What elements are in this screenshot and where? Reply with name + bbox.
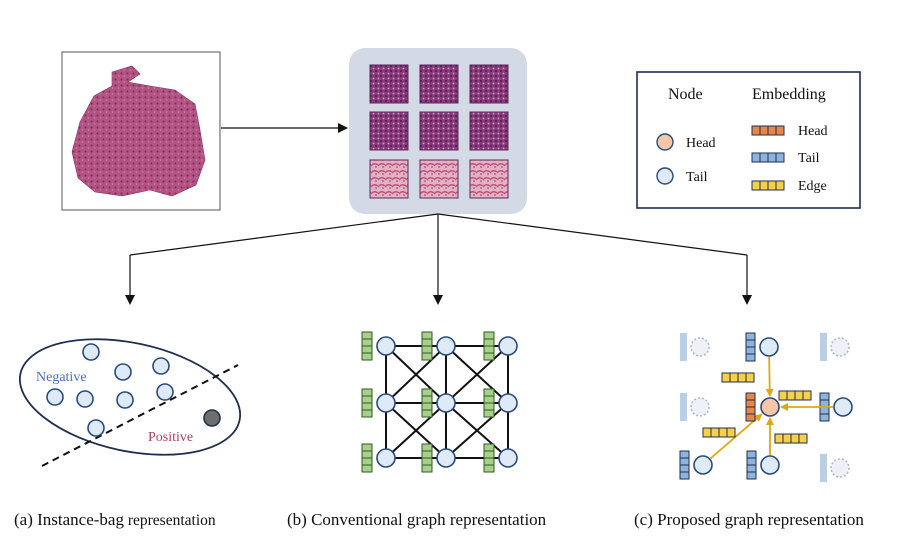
legend-head-embedding — [751, 125, 785, 136]
graph-node — [436, 336, 456, 356]
node-embedding — [483, 443, 495, 473]
edge-embedding — [774, 433, 808, 444]
faded-tail-embedding — [820, 454, 827, 482]
tail-node — [693, 455, 713, 475]
patch-tile — [469, 64, 509, 104]
faded-tail-node — [690, 337, 710, 357]
caption-c: (c) Proposed graph representation — [634, 510, 864, 529]
legend-node-header: Node — [668, 86, 703, 103]
node-embedding — [483, 331, 495, 361]
graph-node — [498, 393, 518, 413]
panel-conventional-graph — [361, 331, 518, 473]
patch-tile — [369, 64, 409, 104]
faded-tail-node — [830, 458, 850, 478]
instance-node — [114, 363, 132, 381]
tail-embedding — [745, 332, 756, 362]
instance-node — [87, 419, 105, 437]
legend-edge-embedding — [751, 180, 785, 191]
patch-tile — [369, 111, 409, 151]
graph-edge — [385, 345, 447, 404]
node-embedding — [361, 388, 373, 418]
instance-node — [46, 388, 64, 406]
graph-node — [436, 448, 456, 468]
legend-box: Node Embedding Head Tail Head Tail Edge — [636, 71, 861, 209]
graph-edge — [385, 402, 447, 459]
instance-node — [76, 390, 94, 408]
legend-embed-edge-label: Edge — [798, 179, 827, 194]
instance-node — [156, 383, 174, 401]
head-embedding — [745, 392, 756, 422]
faded-tail-node — [830, 337, 850, 357]
tail-embedding — [746, 450, 757, 480]
faded-tail-embedding — [820, 333, 827, 361]
instance-node — [152, 357, 170, 375]
faded-tail-embedding — [680, 393, 687, 421]
positive-instance-node — [203, 409, 221, 427]
tail-embedding — [819, 392, 830, 422]
legend-head-node — [656, 133, 674, 151]
legend-tail-embedding — [751, 152, 785, 163]
tail-node — [833, 397, 853, 417]
tail-node — [759, 337, 779, 357]
positive-label: Positive — [148, 430, 193, 445]
decision-boundary — [41, 364, 239, 467]
wsi-thumbnail — [61, 51, 221, 211]
panel-instance-bag: Negative Positive — [18, 338, 242, 467]
legend-embed-tail-label: Tail — [798, 151, 820, 166]
branch-arrows — [125, 213, 752, 305]
graph-node — [376, 448, 396, 468]
legend-embedding-header: Embedding — [752, 86, 826, 103]
node-embedding — [421, 388, 433, 418]
legend-tail-node — [656, 167, 674, 185]
caption-a-rest: representation — [123, 512, 216, 529]
graph-node — [376, 393, 396, 413]
tail-embedding — [679, 450, 690, 480]
faded-tail-node — [690, 397, 710, 417]
caption-a-prefix: (a) Instance-bag — [14, 510, 124, 529]
tissue-section — [71, 65, 206, 197]
instance-node — [116, 391, 134, 409]
edge-embedding — [778, 390, 812, 401]
patch-tile — [419, 64, 459, 104]
caption-a: (a) Instance-bag representation — [14, 510, 216, 530]
node-embedding — [421, 443, 433, 473]
head-node — [760, 397, 780, 417]
graph-node — [376, 336, 396, 356]
node-embedding — [361, 331, 373, 361]
node-embedding — [421, 331, 433, 361]
graph-node — [436, 393, 456, 413]
message-arrow — [765, 356, 774, 398]
patch-tile — [419, 111, 459, 151]
legend-node-tail-label: Tail — [686, 170, 708, 185]
legend-embed-head-label: Head — [798, 124, 828, 139]
graph-edge — [445, 345, 509, 404]
caption-b: (b) Conventional graph representation — [287, 510, 547, 529]
node-embedding — [483, 388, 495, 418]
graph-node — [498, 336, 518, 356]
edge-embedding — [702, 427, 736, 438]
tiles-panel — [349, 48, 527, 214]
patch-tile — [419, 159, 459, 199]
patch-tile — [469, 159, 509, 199]
patch-tile — [369, 159, 409, 199]
graph-node — [498, 448, 518, 468]
graph-edge — [445, 402, 509, 459]
panel-proposed-graph — [679, 332, 853, 482]
negative-label: Negative — [36, 370, 87, 385]
node-embedding — [361, 443, 373, 473]
faded-tail-embedding — [680, 333, 687, 361]
message-arrow — [709, 413, 763, 460]
instance-node — [82, 343, 100, 361]
tail-node — [760, 455, 780, 475]
legend-node-head-label: Head — [686, 136, 716, 151]
bag-ellipse — [18, 338, 242, 456]
patch-tile — [469, 111, 509, 151]
edge-embedding — [721, 372, 755, 383]
